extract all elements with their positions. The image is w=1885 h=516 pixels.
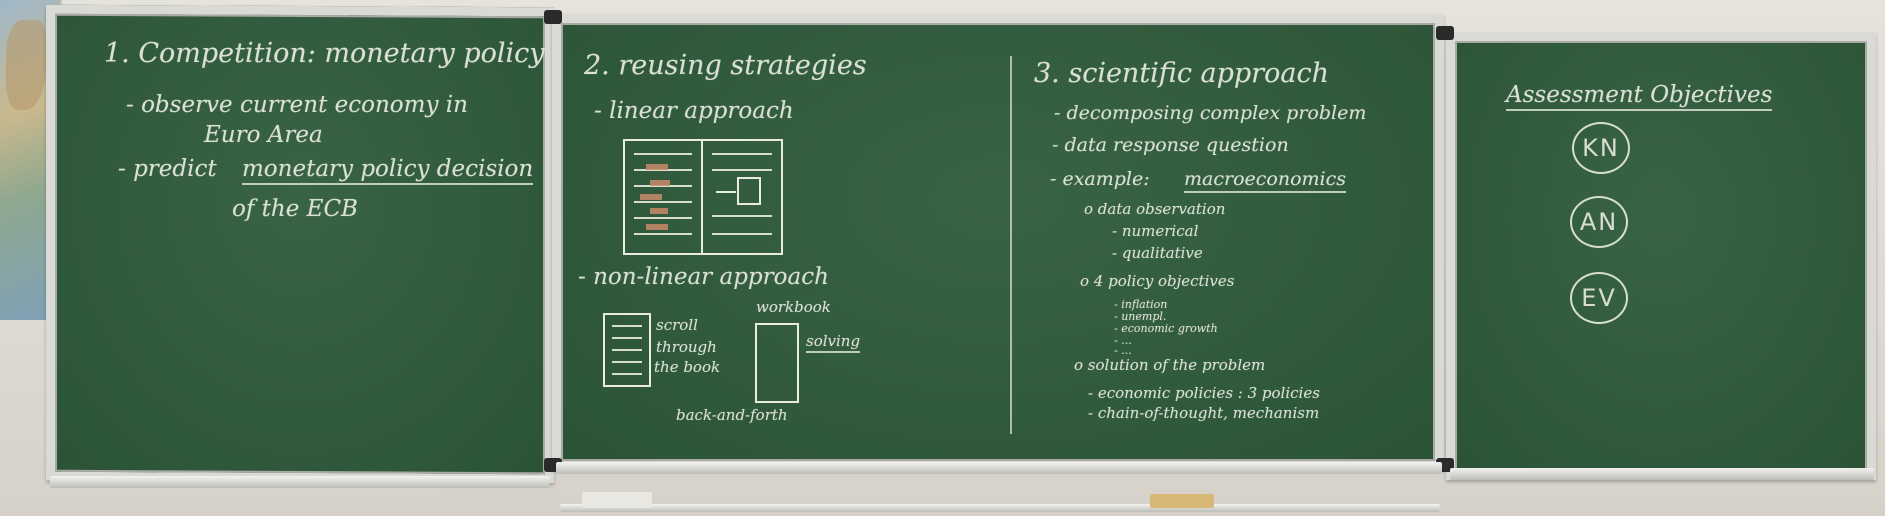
board1-line: - predict — [118, 156, 217, 182]
scroll-book-sketch — [603, 313, 651, 387]
board2-label: solving — [806, 332, 861, 353]
board3-subitem: - ... — [1114, 334, 1132, 347]
chalk-tray — [560, 504, 1440, 512]
chalkboard-right — [1446, 32, 1876, 480]
hinge — [544, 10, 562, 24]
board3-subitem: - economic policies : 3 policies — [1088, 384, 1320, 402]
board3-subitem: o data observation — [1084, 200, 1226, 218]
chalk-ledge — [50, 476, 550, 488]
board2-heading: 2. reusing strategies — [584, 50, 867, 81]
board2-label: back-and-forth — [676, 406, 788, 424]
board3-subitem: - chain-of-thought, mechanism — [1088, 404, 1320, 422]
board3-subitem: - unempl. — [1114, 310, 1167, 323]
board2-line: - non-linear approach — [578, 264, 829, 290]
chalk-ledge — [1450, 468, 1874, 480]
board3-subitem: - qualitative — [1112, 244, 1203, 262]
board1-line: - observe current economy in — [126, 92, 468, 118]
board3-subitem: - ... — [1114, 344, 1132, 357]
objective-label: AN — [1579, 208, 1619, 236]
objective-circle: EV — [1570, 272, 1628, 324]
objective-circle: AN — [1570, 196, 1628, 248]
board3-subitem: - inflation — [1114, 298, 1168, 311]
board2-line: - linear approach — [594, 98, 794, 124]
board4-heading: Assessment Objectives — [1506, 82, 1773, 111]
board3-line: - example: — [1050, 168, 1150, 190]
board1-line: Euro Area — [204, 122, 323, 148]
board2-label: workbook — [756, 298, 831, 316]
open-book-sketch — [623, 139, 783, 255]
objective-label: EV — [1581, 284, 1617, 312]
board1-underlined-text: monetary policy decision — [242, 156, 534, 185]
board3-underlined-text: macroeconomics — [1184, 168, 1346, 193]
board3-line: - decomposing complex problem — [1054, 102, 1367, 124]
board1-heading: 1. Competition: monetary policy — [104, 38, 545, 69]
objective-circle: KN — [1572, 122, 1630, 174]
chalkboard-left — [46, 4, 554, 484]
chalkboard-center — [552, 14, 1444, 470]
board3-heading: 3. scientific approach — [1034, 58, 1329, 89]
board1-line: of the ECB — [232, 196, 358, 222]
board2-label: scroll — [656, 316, 698, 334]
board3-subitem: - numerical — [1112, 222, 1199, 240]
hinge — [1436, 26, 1454, 40]
board-divider-line — [1010, 56, 1012, 434]
board-sponge — [1150, 494, 1214, 508]
workbook-sketch — [755, 323, 799, 403]
chalk-box — [582, 492, 652, 508]
objective-label: KN — [1582, 134, 1620, 162]
chalk-ledge — [556, 462, 1442, 474]
board3-subitem: - economic growth — [1114, 322, 1218, 335]
board3-subitem: o solution of the problem — [1074, 356, 1266, 374]
board3-subitem: o 4 policy objectives — [1080, 272, 1235, 290]
board2-label: through — [656, 338, 717, 356]
board2-label: the book — [654, 358, 721, 376]
board3-line: - data response question — [1052, 134, 1289, 156]
